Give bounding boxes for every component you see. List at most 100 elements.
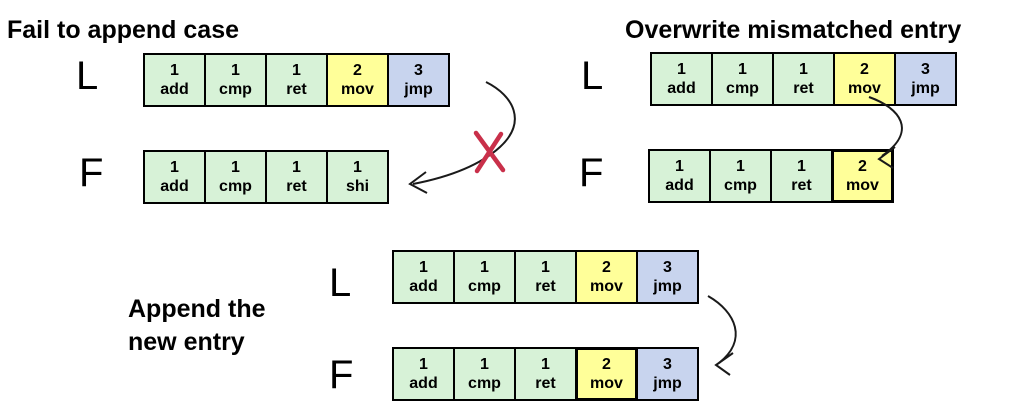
entry-op: cmp — [724, 177, 757, 194]
entry-count: 1 — [799, 61, 808, 78]
entry-op: ret — [535, 278, 556, 295]
entry-op: mov — [590, 278, 623, 295]
entry-row-f-append: 1 add 1 cmp 1 ret 2 mov 3 jmp — [392, 347, 699, 401]
section-title-append: Append the new entry — [128, 293, 266, 359]
section-title-append-line2: new entry — [128, 328, 245, 356]
append-arrow — [707, 295, 737, 376]
entry-count: 1 — [419, 259, 428, 276]
entry-count: 1 — [480, 356, 489, 373]
entry-count: 2 — [602, 259, 611, 276]
entry-op: cmp — [219, 178, 252, 195]
entry-count: 3 — [663, 356, 672, 373]
entry-cell: 3 jmp — [894, 52, 957, 106]
entry-count: 2 — [860, 61, 869, 78]
entry-cell: 1 ret — [265, 53, 328, 107]
entry-op: ret — [286, 81, 307, 98]
entry-row-f-overwrite: 1 add 1 cmp 1 ret 2 mov — [648, 149, 894, 203]
entry-cell: 1 ret — [514, 347, 577, 401]
entry-op: mov — [846, 177, 879, 194]
entry-cell-overwritten: 2 mov — [831, 149, 894, 203]
entry-count: 1 — [292, 159, 301, 176]
entry-cell: 1 cmp — [453, 347, 516, 401]
entry-op: cmp — [468, 375, 501, 392]
entry-cell: 1 ret — [514, 250, 577, 304]
entry-cell: 1 cmp — [711, 52, 774, 106]
entry-op: jmp — [653, 278, 682, 295]
entry-cell: 1 cmp — [709, 149, 772, 203]
x-mark-icon — [473, 130, 506, 174]
entry-cell: 1 ret — [770, 149, 833, 203]
entry-op: cmp — [726, 80, 759, 97]
entry-cell: 1 add — [392, 347, 455, 401]
entry-op: ret — [535, 375, 556, 392]
entry-cell: 1 add — [143, 150, 206, 204]
entry-op: jmp — [653, 375, 682, 392]
entry-cell: 3 jmp — [636, 250, 699, 304]
entry-cell: 2 mov — [575, 250, 638, 304]
entry-count: 1 — [738, 61, 747, 78]
entry-op: shi — [345, 178, 370, 195]
entry-count: 1 — [353, 159, 362, 176]
entry-cell: 1 shi — [326, 150, 389, 204]
entry-op: add — [409, 375, 438, 392]
section-title-overwrite: Overwrite mismatched entry — [625, 16, 962, 44]
row-label-l-fail: L — [76, 54, 99, 98]
entry-count: 1 — [736, 158, 745, 175]
entry-op: add — [665, 177, 694, 194]
entry-count: 3 — [414, 62, 423, 79]
entry-cell: 1 add — [392, 250, 455, 304]
row-label-f-overwrite: F — [579, 151, 604, 195]
row-label-f-fail: F — [79, 151, 104, 195]
entry-op: jmp — [911, 80, 940, 97]
section-title-fail: Fail to append case — [7, 16, 240, 44]
entry-cell: 1 add — [648, 149, 711, 203]
section-title-append-line1: Append the — [128, 295, 266, 323]
entry-cell: 3 jmp — [387, 53, 450, 107]
entry-count: 1 — [419, 356, 428, 373]
entry-cell: 1 cmp — [204, 53, 267, 107]
entry-cell: 1 cmp — [204, 150, 267, 204]
entry-count: 1 — [677, 61, 686, 78]
entry-op: add — [667, 80, 696, 97]
entry-count: 1 — [541, 356, 550, 373]
entry-cell-appended-mov: 2 mov — [575, 347, 638, 401]
entry-op: add — [160, 178, 189, 195]
entry-count: 3 — [921, 61, 930, 78]
entry-count: 1 — [231, 159, 240, 176]
entry-cell: 1 cmp — [453, 250, 516, 304]
entry-row-f-fail: 1 add 1 cmp 1 ret 1 shi — [143, 150, 389, 204]
entry-count: 1 — [541, 259, 550, 276]
entry-op: mov — [590, 375, 623, 392]
entry-cell: 2 mov — [833, 52, 896, 106]
entry-cell: 1 add — [143, 53, 206, 107]
entry-cell: 2 mov — [326, 53, 389, 107]
entry-count: 2 — [353, 62, 362, 79]
entry-count: 1 — [480, 259, 489, 276]
entry-op: add — [409, 278, 438, 295]
entry-count: 1 — [231, 62, 240, 79]
entry-cell: 1 ret — [265, 150, 328, 204]
entry-op: mov — [848, 80, 881, 97]
entry-op: mov — [341, 81, 374, 98]
entry-count: 2 — [858, 158, 867, 175]
entry-count: 1 — [292, 62, 301, 79]
entry-op: cmp — [219, 81, 252, 98]
entry-count: 1 — [170, 159, 179, 176]
entry-row-l-append: 1 add 1 cmp 1 ret 2 mov 3 jmp — [392, 250, 699, 304]
row-label-l-append: L — [329, 261, 352, 305]
entry-op: ret — [286, 178, 307, 195]
entry-op: jmp — [404, 81, 433, 98]
entry-count: 3 — [663, 259, 672, 276]
entry-cell: 1 ret — [772, 52, 835, 106]
entry-count: 2 — [602, 356, 611, 373]
entry-count: 1 — [675, 158, 684, 175]
entry-op: ret — [793, 80, 814, 97]
entry-row-l-overwrite: 1 add 1 cmp 1 ret 2 mov 3 jmp — [650, 52, 957, 106]
entry-cell-appended-jmp: 3 jmp — [636, 347, 699, 401]
entry-op: ret — [791, 177, 812, 194]
entry-count: 1 — [170, 62, 179, 79]
entry-count: 1 — [797, 158, 806, 175]
entry-cell: 1 add — [650, 52, 713, 106]
entry-op: add — [160, 81, 189, 98]
